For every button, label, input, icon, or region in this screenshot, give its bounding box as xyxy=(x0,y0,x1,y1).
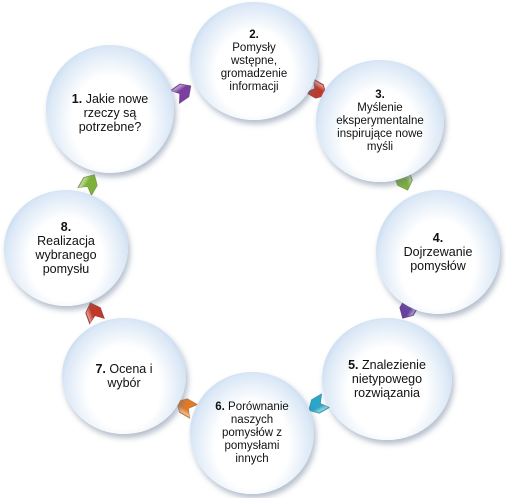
arrow-7-to-8 xyxy=(85,302,106,325)
step-6-label: 6. Porównanie naszych pomysłów z pomysła… xyxy=(215,400,289,465)
arrow-8-to-1 xyxy=(77,174,98,197)
step-6-circle: 6. Porównanie naszych pomysłów z pomysła… xyxy=(190,372,314,494)
step-8-circle: 8. Realizacja wybranego pomysłu xyxy=(4,190,128,306)
step-4-circle: 4. Dojrzewanie pomysłów xyxy=(376,190,500,314)
step-2-circle: 2. Pomysły wstępne, gromadzenie informac… xyxy=(190,2,318,120)
arrow-1-to-2 xyxy=(169,83,192,105)
step-5-label: 5. Znalezienie nietypowego rozwiązania xyxy=(348,358,426,400)
arrow-6-to-7 xyxy=(176,398,199,419)
step-3-circle: 3. Myślenie eksperymentalne inspirujące … xyxy=(316,60,444,182)
step-1-circle: 1. Jakie nowe rzeczy są potrzebne? xyxy=(46,45,174,173)
step-8-label: 8. Realizacja wybranego pomysłu xyxy=(35,220,97,276)
step-7-circle: 7. Ocena i wybór xyxy=(62,318,186,434)
step-2-label: 2. Pomysły wstępne, gromadzenie informac… xyxy=(220,28,288,93)
step-5-circle: 5. Znalezienie nietypowego rozwiązania xyxy=(322,318,452,440)
step-3-label: 3. Myślenie eksperymentalne inspirujące … xyxy=(336,88,424,153)
arrow-2-to-3 xyxy=(304,78,327,99)
step-4-label: 4. Dojrzewanie pomysłów xyxy=(403,231,473,273)
step-7-label: 7. Ocena i wybór xyxy=(95,362,153,390)
arrow-5-to-6 xyxy=(308,393,331,414)
step-1-label: 1. Jakie nowe rzeczy są potrzebne? xyxy=(71,92,149,134)
